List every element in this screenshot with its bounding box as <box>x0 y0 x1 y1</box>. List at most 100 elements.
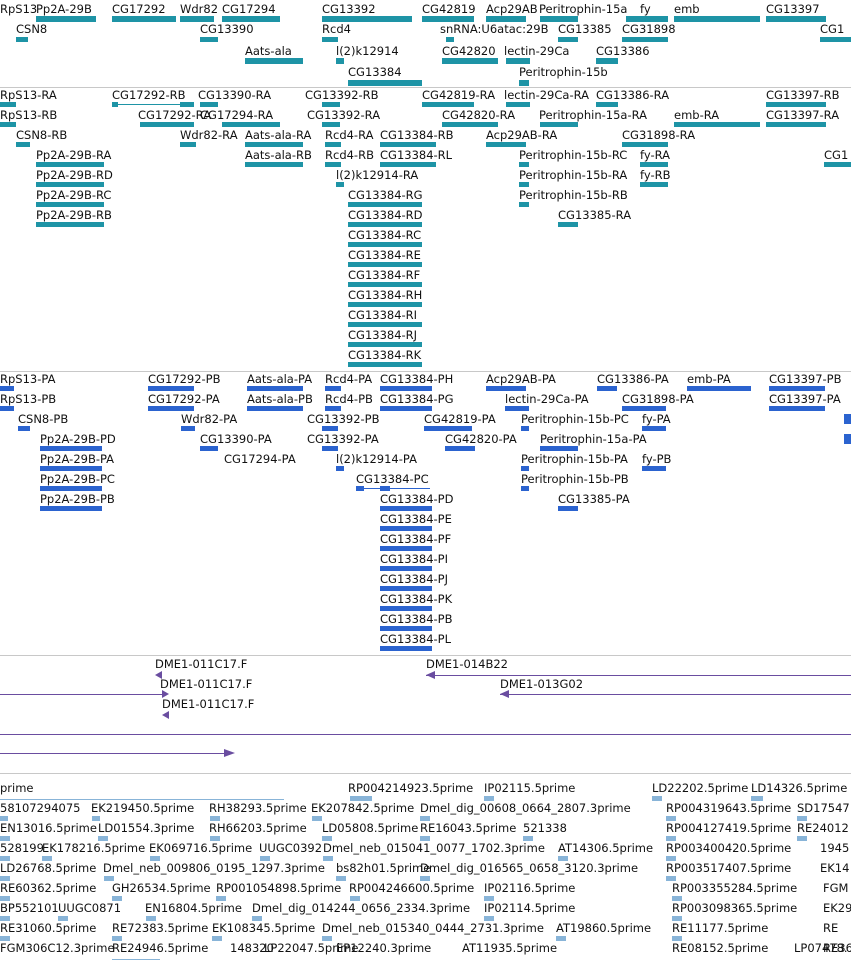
est-glyph[interactable] <box>420 836 430 841</box>
est-label[interactable]: EK069716.5prime <box>149 841 253 855</box>
gene-label[interactable]: l(2)k12914 <box>336 44 399 58</box>
est-span[interactable] <box>112 959 160 960</box>
est-glyph[interactable] <box>150 856 160 861</box>
protein-glyph[interactable] <box>558 506 578 511</box>
protein-label[interactable]: Wdr82-PA <box>181 412 238 426</box>
est-label[interactable]: LD14326.5prime <box>751 781 848 795</box>
transcript-glyph[interactable] <box>200 102 218 107</box>
protein-glyph[interactable] <box>380 486 390 491</box>
est-span[interactable] <box>0 799 284 800</box>
gene-label[interactable]: CG42820 <box>442 44 496 58</box>
est-glyph[interactable] <box>350 796 372 801</box>
clone-arrow-icon[interactable] <box>162 711 169 719</box>
protein-glyph[interactable] <box>505 406 529 411</box>
transcript-glyph[interactable] <box>640 162 668 167</box>
clone-arrow-icon[interactable] <box>155 671 162 679</box>
gene-label[interactable]: CG13397 <box>766 2 820 16</box>
protein-label[interactable]: CG13384-PC <box>356 472 429 486</box>
est-glyph[interactable] <box>58 916 68 921</box>
est-glyph[interactable] <box>350 896 360 901</box>
protein-label[interactable]: CG13385-PA <box>558 492 630 506</box>
transcript-label[interactable]: Acp29AB-RA <box>486 128 558 142</box>
est-glyph[interactable] <box>252 916 262 921</box>
protein-label[interactable]: Rcd4-PB <box>325 392 373 406</box>
transcript-label[interactable]: CG13384-RG <box>348 188 423 202</box>
transcript-label[interactable]: CG13384-RJ <box>348 328 418 342</box>
clone-label[interactable]: DME1-014B22 <box>426 657 508 671</box>
protein-label[interactable]: Peritrophin-15b-PB <box>521 472 629 486</box>
transcript-glyph[interactable] <box>380 162 436 167</box>
est-label[interactable]: FGM306C12.3prime <box>0 941 115 955</box>
protein-label[interactable]: Acp29AB-PA <box>486 372 556 386</box>
transcript-glyph[interactable] <box>322 102 340 107</box>
est-glyph[interactable] <box>558 856 568 861</box>
est-label[interactable]: prime <box>0 781 34 795</box>
est-label[interactable]: LP22047.5prime <box>264 941 359 955</box>
est-glyph[interactable] <box>420 816 430 821</box>
transcript-label[interactable]: CG1 <box>824 148 849 162</box>
transcript-glyph[interactable] <box>348 362 422 367</box>
gene-glyph[interactable] <box>558 37 578 42</box>
est-glyph[interactable] <box>420 876 430 881</box>
protein-glyph[interactable] <box>597 386 617 391</box>
transcript-label[interactable]: Pp2A-29B-RC <box>36 188 112 202</box>
clone-arrow-icon[interactable] <box>224 749 235 757</box>
protein-label[interactable]: CG17292-PA <box>148 392 220 406</box>
protein-label[interactable]: CG13384-PH <box>380 372 454 386</box>
transcript-glyph[interactable] <box>380 142 436 147</box>
transcript-label[interactable]: fy-RB <box>640 168 671 182</box>
protein-glyph[interactable] <box>424 426 472 431</box>
est-label[interactable]: Dmel_neb_015340_0444_2731.3prime <box>322 921 544 935</box>
protein-label[interactable]: CG13384-PL <box>380 632 452 646</box>
transcript-glyph[interactable] <box>519 162 529 167</box>
est-label[interactable]: RP004319643.5prime <box>666 801 792 815</box>
clone-span[interactable] <box>500 694 851 695</box>
gene-glyph[interactable] <box>674 16 760 22</box>
est-glyph[interactable] <box>797 836 807 841</box>
clone-span[interactable] <box>0 694 162 695</box>
protein-glyph[interactable] <box>325 386 341 391</box>
gene-glyph[interactable] <box>540 16 578 22</box>
est-glyph[interactable] <box>216 896 226 901</box>
gene-glyph[interactable] <box>442 58 498 64</box>
est-label[interactable]: Dmel_neb_009806_0195_1297.3prime <box>103 861 325 875</box>
transcript-label[interactable]: CG17292-RA <box>138 108 212 122</box>
transcript-label[interactable]: Peritrophin-15b-RA <box>519 168 628 182</box>
transcript-label[interactable]: Pp2A-29B-RA <box>36 148 112 162</box>
est-label[interactable]: IP02116.5prime <box>484 881 576 895</box>
transcript-label[interactable]: CG17294-RA <box>200 108 274 122</box>
protein-glyph[interactable] <box>148 406 194 411</box>
protein-label[interactable]: CG13390-PA <box>200 432 272 446</box>
transcript-label[interactable]: CG13384-RH <box>348 288 423 302</box>
protein-glyph[interactable] <box>622 406 666 411</box>
gene-glyph[interactable] <box>422 16 474 22</box>
transcript-label[interactable]: emb-RA <box>674 108 720 122</box>
transcript-glyph[interactable] <box>348 202 422 207</box>
transcript-glyph[interactable] <box>245 142 303 147</box>
est-glyph[interactable] <box>0 836 10 841</box>
gene-glyph[interactable] <box>322 16 412 22</box>
gene-label[interactable]: Pp2A-29B <box>36 2 92 16</box>
gene-label[interactable]: Peritrophin-15a <box>539 2 628 16</box>
gene-label[interactable]: emb <box>674 2 700 16</box>
est-glyph[interactable] <box>666 876 676 881</box>
protein-glyph[interactable] <box>521 466 529 471</box>
protein-label[interactable]: CSN8-PB <box>18 412 69 426</box>
gene-glyph[interactable] <box>36 16 96 22</box>
protein-glyph[interactable] <box>181 426 195 431</box>
clone-arrow-icon[interactable] <box>162 690 169 698</box>
transcript-label[interactable]: Peritrophin-15a-RA <box>539 108 647 122</box>
est-glyph[interactable] <box>0 896 10 901</box>
protein-glyph[interactable] <box>642 426 666 431</box>
est-label[interactable]: GH26534.5prime <box>112 881 211 895</box>
clone-label[interactable]: DME1-011C17.F <box>162 697 255 711</box>
est-glyph[interactable] <box>666 836 676 841</box>
protein-glyph[interactable] <box>380 566 432 571</box>
transcript-glyph[interactable] <box>422 102 474 107</box>
transcript-label[interactable]: CG13386-RA <box>596 88 670 102</box>
transcript-glyph[interactable] <box>348 262 422 267</box>
gene-glyph[interactable] <box>348 80 422 86</box>
gene-glyph[interactable] <box>245 58 303 64</box>
est-label[interactable]: AT11935.5prime <box>462 941 558 955</box>
est-label[interactable]: RE11177.5prime <box>672 921 769 935</box>
